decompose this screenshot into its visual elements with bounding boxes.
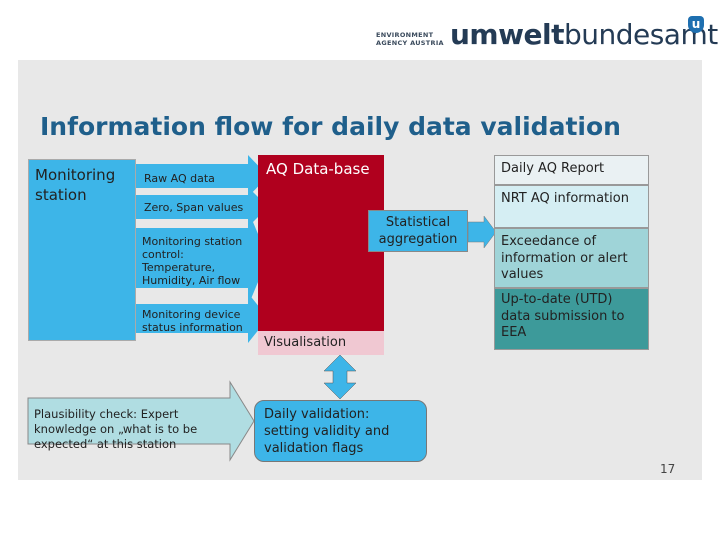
- device-status-arrow: [136, 293, 268, 343]
- zero-span-label: Zero, Span values: [144, 201, 244, 214]
- device-status-label: Monitoring device status information: [142, 308, 243, 334]
- plausibility-arrow: [27, 380, 255, 462]
- slide-title: Information flow for daily data validati…: [40, 112, 621, 141]
- double-arrow: [323, 354, 357, 400]
- database-label: AQ Data-base: [266, 160, 370, 178]
- raw-data-arrow: [136, 155, 268, 197]
- station-control-arrow: [136, 210, 268, 306]
- brand-bold: umwelt: [450, 18, 564, 51]
- output-nrt-information: NRT AQ information: [494, 185, 649, 228]
- daily-validation-box: Daily validation: setting validity and v…: [254, 400, 427, 462]
- output-arrow: [467, 215, 497, 249]
- logo-line-2: AGENCY AUSTRIA: [376, 39, 444, 47]
- agency-logo-text: ENVIRONMENT AGENCY AUSTRIA: [376, 31, 446, 47]
- monitoring-station-box: Monitoring station: [28, 159, 136, 341]
- zero-span-arrow: [136, 187, 268, 227]
- statistical-aggregation-box: Statistical aggregation: [368, 210, 468, 252]
- output-exceedance: Exceedance of information or alert value…: [494, 228, 649, 288]
- page-number: 17: [660, 462, 676, 476]
- visualisation-label: Visualisation: [264, 335, 347, 350]
- plausibility-label: Plausibility check: Expert knowledge on …: [34, 407, 198, 451]
- output-daily-report: Daily AQ Report: [494, 155, 649, 185]
- station-control-label: Monitoring station control: Temperature,…: [142, 235, 243, 287]
- brand-badge-icon: u: [688, 16, 704, 33]
- visualisation-box: [258, 331, 384, 355]
- database-box: [258, 155, 384, 331]
- output-utd-submission: Up-to-date (UTD) data submission to EEA: [494, 288, 649, 350]
- logo-line-1: ENVIRONMENT: [376, 31, 434, 39]
- raw-data-label: Raw AQ data: [144, 172, 215, 185]
